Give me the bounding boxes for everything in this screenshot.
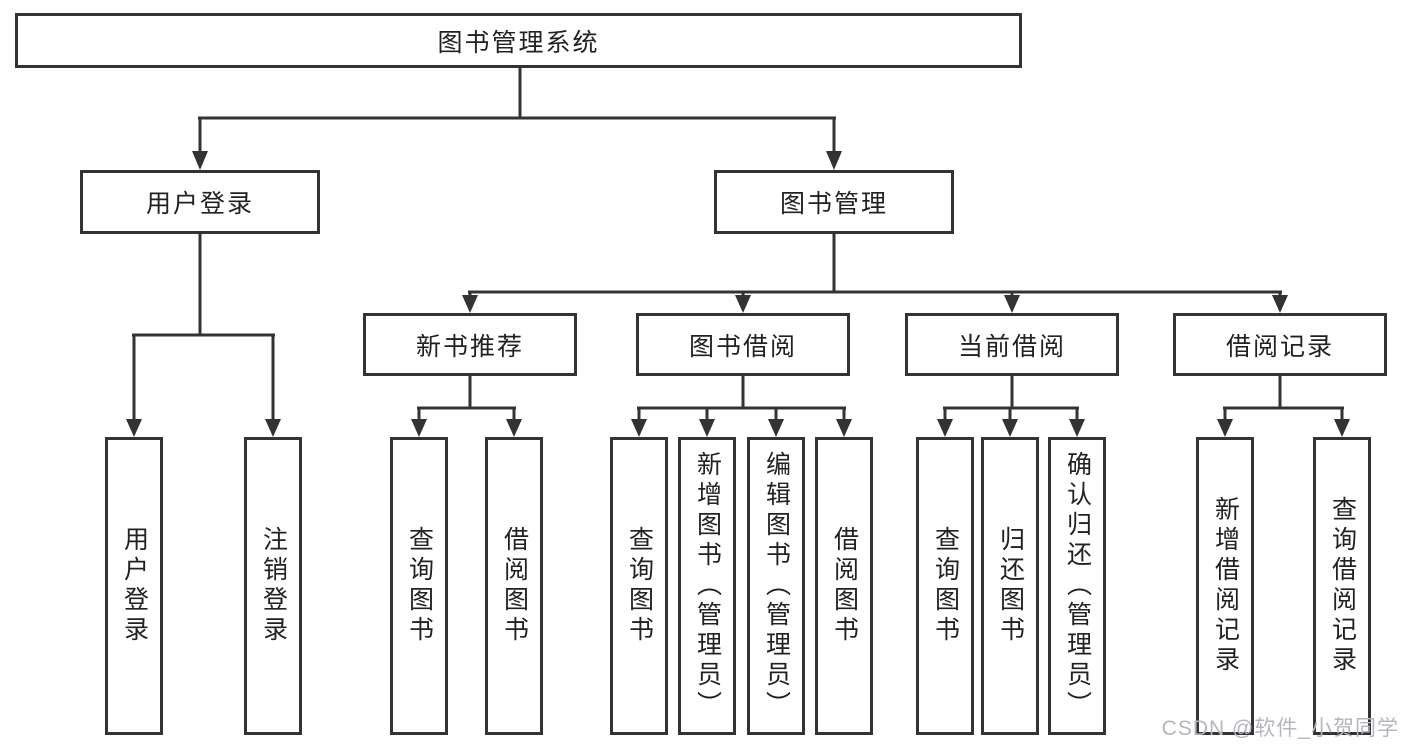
- arrow-down-icon: [265, 419, 281, 437]
- leaf-query-books-recommend: 查询图书: [390, 437, 448, 735]
- leaf-borrow-books-recommend: 借阅图书: [485, 437, 543, 735]
- leaf-add-books-admin: 新增图书（管理员）: [678, 437, 736, 735]
- leaf-add-borrow-record: 新增借阅记录: [1196, 437, 1254, 735]
- arrow-down-icon: [631, 419, 647, 437]
- node-label: 归还图书: [996, 526, 1025, 646]
- node-library-system: 图书管理系统: [15, 13, 1022, 68]
- node-label: 图书借阅: [688, 332, 797, 361]
- arrow-down-icon: [826, 151, 842, 170]
- arrow-down-icon: [699, 419, 715, 437]
- node-label: 图书管理系统: [437, 28, 600, 57]
- leaf-confirm-return-admin: 确认归还（管理员）: [1048, 437, 1106, 735]
- node-book-management: 图书管理: [714, 170, 954, 234]
- leaf-query-books-current: 查询图书: [916, 437, 974, 735]
- leaf-query-borrow-record: 查询借阅记录: [1313, 437, 1371, 735]
- node-label: 新增借阅记录: [1211, 496, 1240, 676]
- connector-wires: [132, 66, 1344, 420]
- node-label: 借阅图书: [830, 526, 859, 646]
- node-label: 用户登录: [120, 526, 149, 646]
- leaf-edit-books-admin: 编辑图书（管理员）: [747, 437, 805, 735]
- arrow-down-icon: [1069, 419, 1085, 437]
- node-label: 用户登录: [145, 190, 254, 218]
- arrow-down-icon: [836, 419, 852, 437]
- node-label: 借阅记录: [1225, 332, 1334, 361]
- node-label: 新书推荐: [415, 332, 524, 361]
- arrow-down-icon: [1334, 419, 1350, 437]
- arrow-down-icon: [1002, 419, 1018, 437]
- node-label: 当前借阅: [957, 332, 1066, 361]
- arrow-down-icon: [1004, 295, 1020, 313]
- node-new-book-recommend: 新书推荐: [363, 313, 577, 376]
- node-user-login: 用户登录: [80, 170, 320, 234]
- node-label: 借阅图书: [500, 526, 529, 646]
- leaf-query-books-borrowing: 查询图书: [610, 437, 668, 735]
- arrow-down-icon: [735, 295, 751, 313]
- leaf-borrow-books: 借阅图书: [815, 437, 873, 735]
- arrow-down-icon: [192, 151, 208, 170]
- node-label: 查询借阅记录: [1328, 496, 1357, 676]
- leaf-logout-login: 注销登录: [244, 437, 302, 735]
- node-book-borrowing: 图书借阅: [636, 313, 850, 376]
- arrow-down-icon: [768, 419, 784, 437]
- node-label: 查询图书: [931, 526, 960, 646]
- node-label: 确认归还（管理员）: [1063, 451, 1092, 721]
- watermark: CSDN @软件_小贺同学: [1161, 717, 1399, 740]
- arrow-down-icon: [506, 419, 522, 437]
- node-label: 图书管理: [779, 190, 888, 218]
- node-label: 注销登录: [259, 526, 288, 646]
- arrow-down-icon: [462, 295, 478, 313]
- node-label: 新增图书（管理员）: [693, 451, 722, 721]
- leaf-user-login: 用户登录: [105, 437, 163, 735]
- arrow-down-icon: [126, 419, 142, 437]
- arrow-down-icon: [1272, 295, 1288, 313]
- arrow-down-icon: [411, 419, 427, 437]
- node-label: 查询图书: [405, 526, 434, 646]
- arrow-down-icon: [1217, 419, 1233, 437]
- arrowheads: [126, 151, 1350, 437]
- node-current-borrowing: 当前借阅: [905, 313, 1119, 376]
- leaf-return-books: 归还图书: [981, 437, 1039, 735]
- arrow-down-icon: [937, 419, 953, 437]
- node-label: 编辑图书（管理员）: [762, 451, 791, 721]
- node-borrowing-records: 借阅记录: [1173, 313, 1387, 376]
- node-label: 查询图书: [625, 526, 654, 646]
